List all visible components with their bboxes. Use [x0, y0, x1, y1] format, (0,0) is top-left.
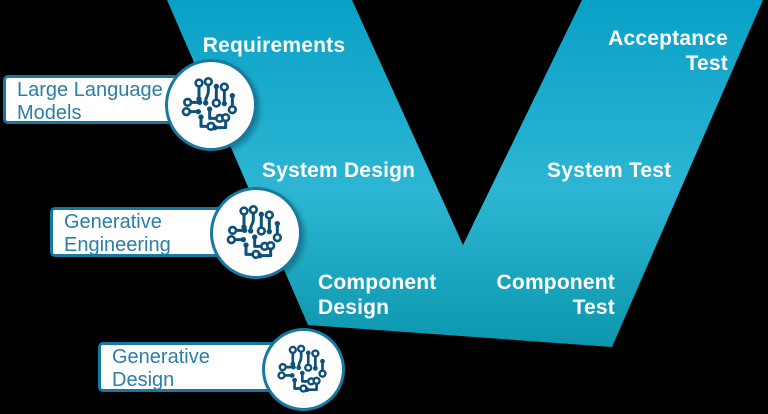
ai-brain-circuit-icon — [275, 341, 332, 398]
ai-brain-circuit-icon — [224, 201, 288, 265]
callout-circle — [210, 187, 302, 279]
stage-label-component-design: Component Design — [318, 271, 437, 319]
stage-label-system-test: System Test — [547, 159, 672, 182]
callout-circle — [262, 328, 345, 411]
callout-generative-design: Generative Design — [98, 342, 289, 392]
stage-label-system-design: System Design — [262, 159, 416, 182]
callout-circle — [165, 59, 257, 151]
stage-label-acceptance-test: Acceptance Test — [608, 27, 728, 75]
ai-brain-circuit-icon — [179, 73, 243, 137]
stage-label-requirements: Requirements — [202, 34, 346, 57]
stage-label-component-test: Component Test — [496, 271, 615, 319]
callout-large-language-models: Large Language Models — [3, 75, 189, 124]
